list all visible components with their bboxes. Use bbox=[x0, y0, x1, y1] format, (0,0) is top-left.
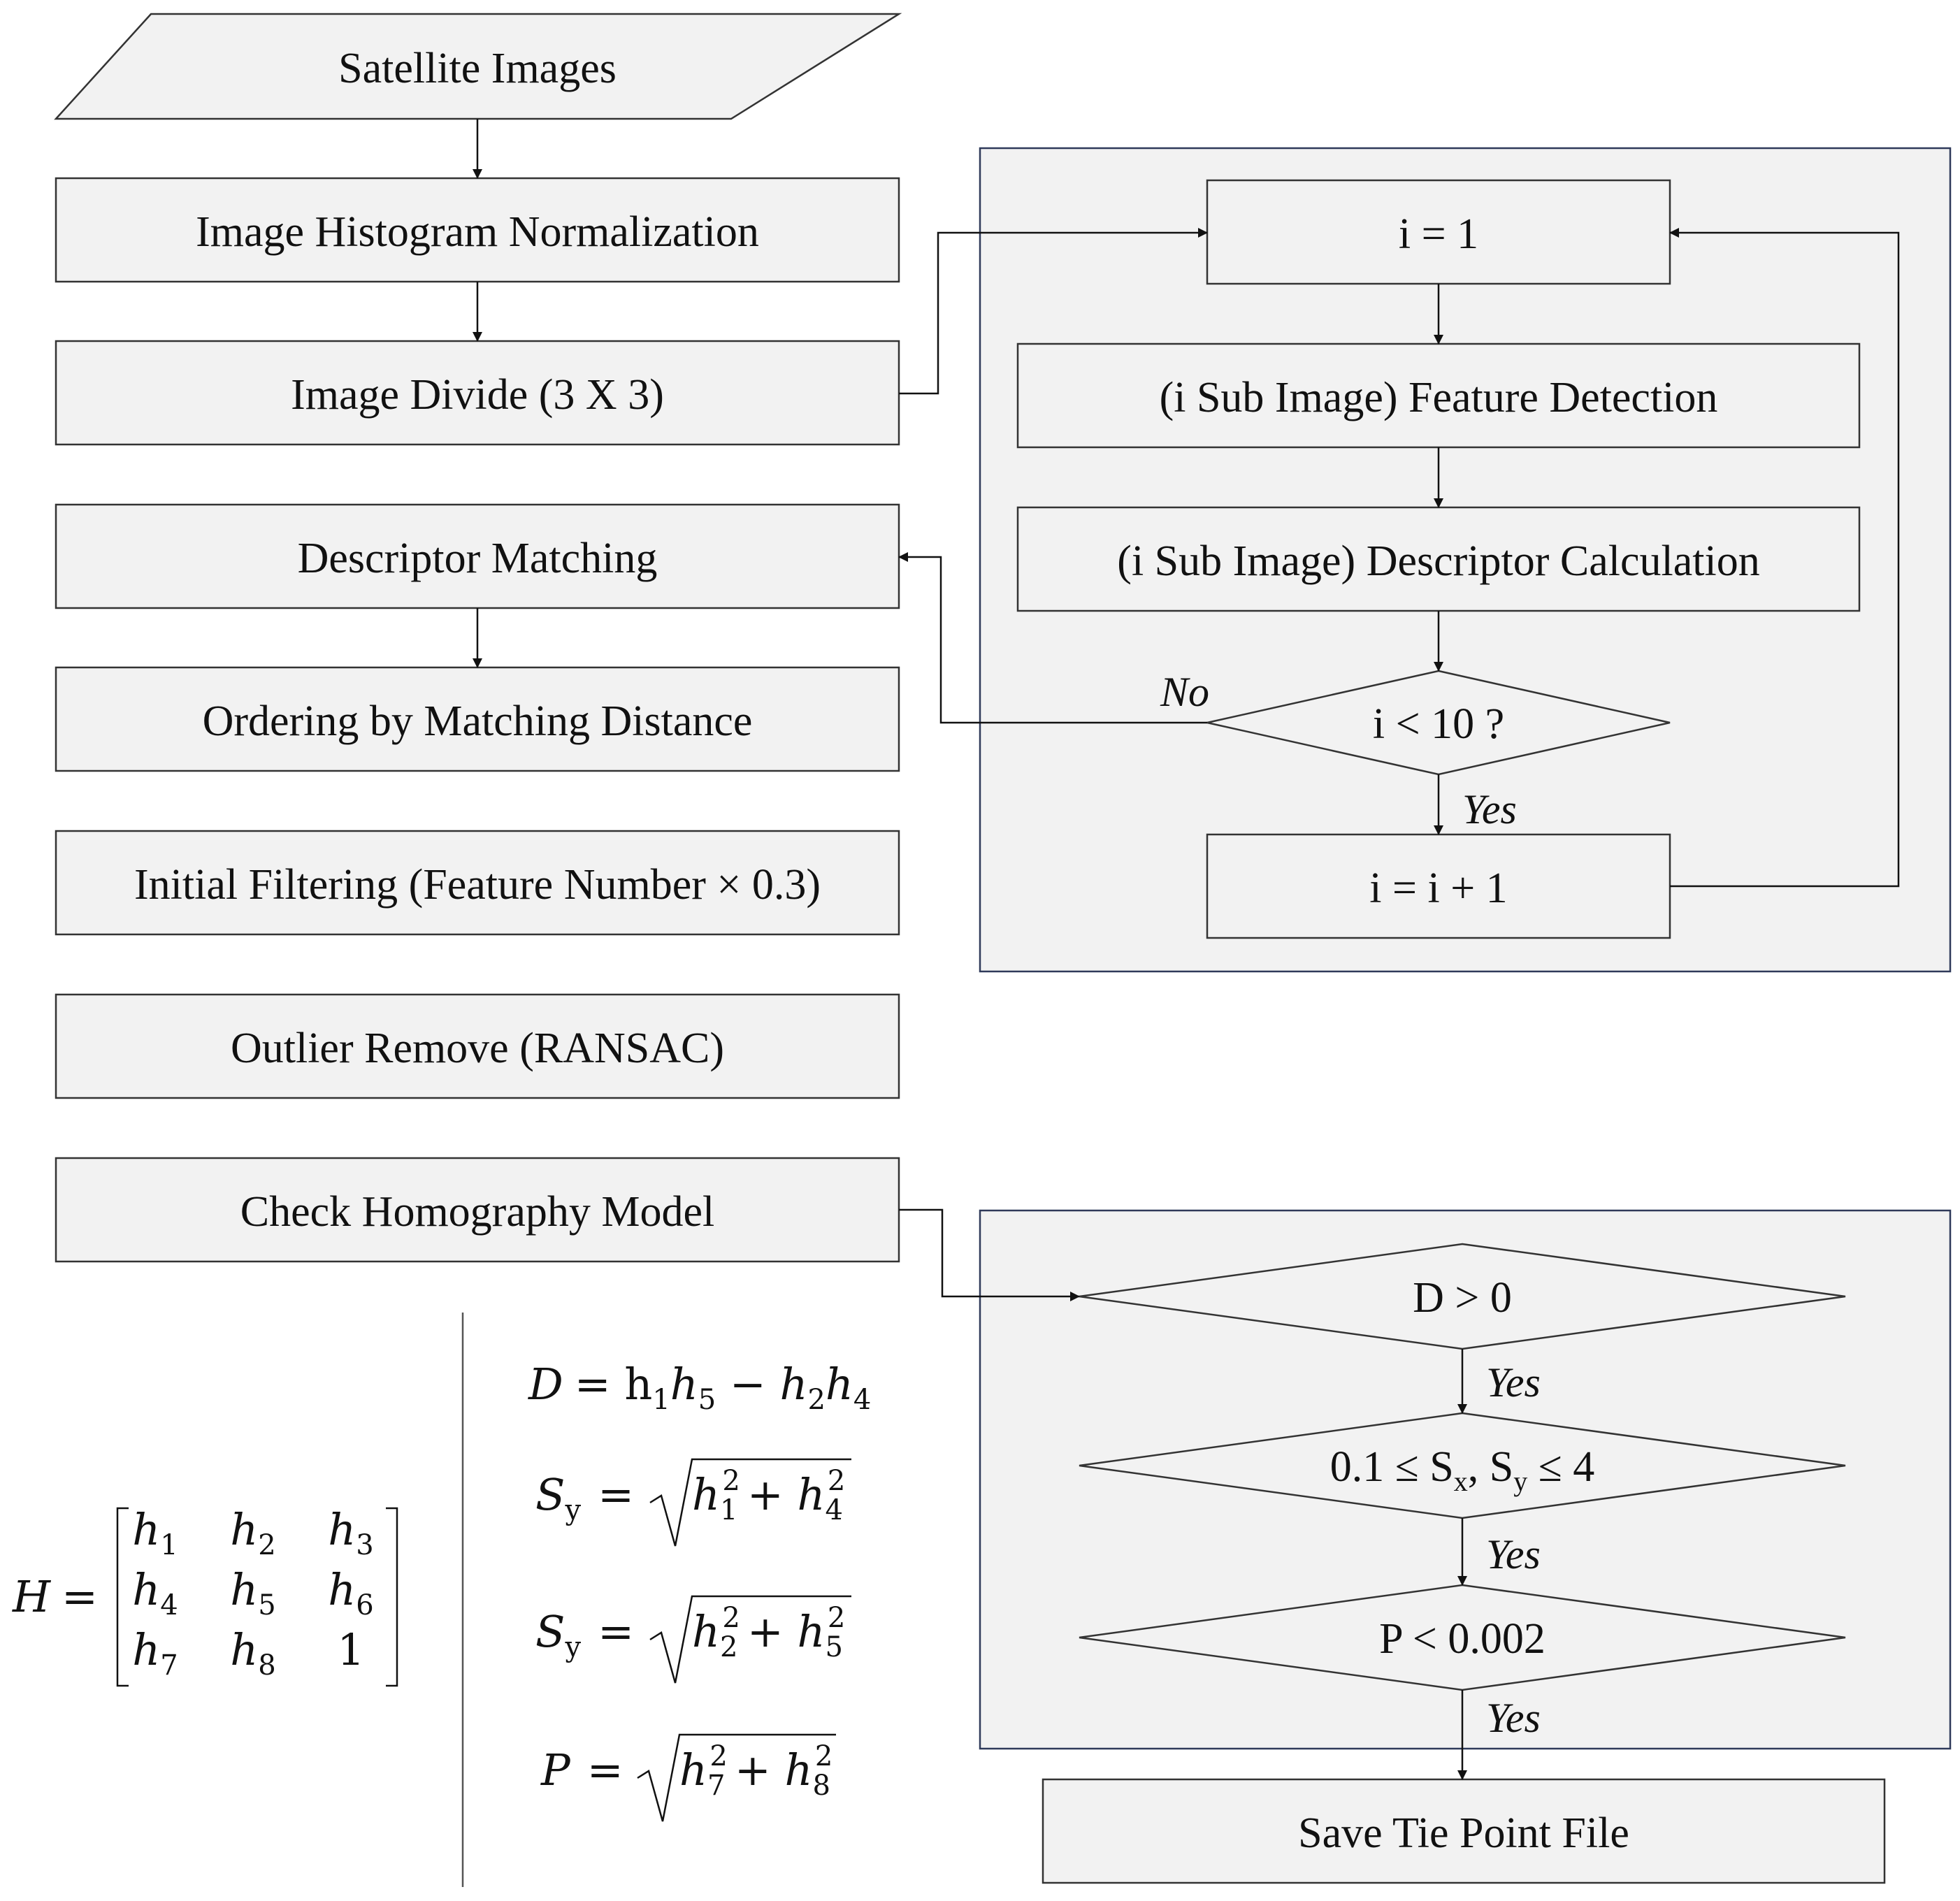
save-tie-points-node bbox=[1042, 1778, 1886, 1884]
satellite-images-node bbox=[54, 13, 902, 120]
init-counter-node bbox=[1206, 179, 1671, 285]
perspective-sqrt bbox=[637, 1733, 836, 1822]
cond2-yes-label: Yes bbox=[1486, 1531, 1541, 1577]
image-divide-label: Image Divide (3 X 3) bbox=[291, 371, 664, 419]
descriptor-matching-label: Descriptor Matching bbox=[298, 535, 658, 582]
matrix-cells: h1 h2 h3 h4 h5 h6 h7 h8 1 bbox=[132, 1504, 373, 1682]
matrix-cell: h2 bbox=[230, 1504, 275, 1561]
scale-y-sqrt bbox=[649, 1595, 851, 1684]
loop-yes-label: Yes bbox=[1462, 786, 1517, 832]
homography-check-node bbox=[55, 1157, 900, 1263]
cond1-yes-label: Yes bbox=[1486, 1359, 1541, 1405]
matrix-left-bracket bbox=[116, 1507, 129, 1687]
matrix-cell: h1 bbox=[132, 1504, 178, 1561]
feature-detection-label: (i Sub Image) Feature Detection bbox=[1160, 374, 1718, 421]
loop-no-label: No bbox=[1160, 669, 1209, 715]
scale-x-sqrt bbox=[649, 1458, 851, 1547]
matrix-cell: h7 bbox=[132, 1624, 178, 1682]
scale-x-formula-rhs: h12+ h42 bbox=[692, 1465, 845, 1526]
ransac-label: Outlier Remove (RANSAC) bbox=[231, 1025, 724, 1072]
matrix-name: H bbox=[12, 1571, 52, 1622]
perspective-check-label: P < 0.002 bbox=[1379, 1615, 1545, 1663]
descriptor-calculation-label: (i Sub Image) Descriptor Calculation bbox=[1117, 537, 1759, 585]
increment-label: i = i + 1 bbox=[1369, 865, 1507, 912]
descriptor-matching-node bbox=[55, 503, 900, 609]
ordering-node bbox=[55, 666, 900, 772]
descriptor-calculation-node bbox=[1016, 506, 1861, 612]
arrow-increment-loop-back bbox=[1669, 228, 1900, 888]
loop-decision-label: i < 10 ? bbox=[1373, 700, 1504, 748]
perspective-formula-lhs: P= bbox=[540, 1744, 624, 1795]
scale-x-formula-lhs: Sy= bbox=[535, 1469, 634, 1526]
arrow-decision-no bbox=[898, 552, 1207, 724]
arrow-homography-to-checks bbox=[899, 1208, 1080, 1301]
initial-filtering-label: Initial Filtering (Feature Number × 0.3) bbox=[134, 861, 821, 909]
homography-check-label: Check Homography Model bbox=[240, 1188, 714, 1236]
scale-y-formula-lhs: Sy= bbox=[535, 1606, 634, 1663]
determinant-formula: D= h1h5 − h2h4 bbox=[528, 1359, 871, 1416]
determinant-check-label: D > 0 bbox=[1413, 1274, 1512, 1322]
ordering-label: Ordering by Matching Distance bbox=[203, 697, 753, 745]
scale-y-formula-rhs: h22+ h52 bbox=[692, 1602, 845, 1663]
histogram-normalization-label: Image Histogram Normalization bbox=[196, 208, 759, 256]
init-counter-label: i = 1 bbox=[1399, 210, 1478, 258]
cond3-yes-label: Yes bbox=[1486, 1695, 1541, 1741]
arrow-divide-to-loop bbox=[899, 228, 1208, 395]
matrix-cell: h3 bbox=[328, 1504, 373, 1561]
matrix-cell: h6 bbox=[328, 1564, 373, 1621]
histogram-normalization-node bbox=[55, 177, 900, 283]
initial-filtering-node bbox=[55, 830, 900, 936]
matrix-cell: 1 bbox=[337, 1624, 364, 1675]
increment-node bbox=[1206, 833, 1671, 939]
matrix-cell: h5 bbox=[230, 1564, 275, 1621]
ransac-node bbox=[55, 993, 900, 1099]
perspective-formula-rhs: h72+ h82 bbox=[679, 1740, 833, 1802]
scale-check-label: 0.1 ≤ Sx, Sy ≤ 4 bbox=[1330, 1443, 1595, 1497]
image-divide-node bbox=[55, 340, 900, 446]
satellite-images-label: Satellite Images bbox=[338, 45, 617, 92]
matrix-right-bracket bbox=[386, 1507, 398, 1687]
feature-detection-node bbox=[1016, 342, 1861, 449]
matrix-cell: h8 bbox=[230, 1624, 275, 1682]
matrix-equals: = bbox=[62, 1571, 98, 1622]
save-tie-points-label: Save Tie Point File bbox=[1298, 1809, 1629, 1857]
matrix-cell: h4 bbox=[132, 1564, 178, 1621]
